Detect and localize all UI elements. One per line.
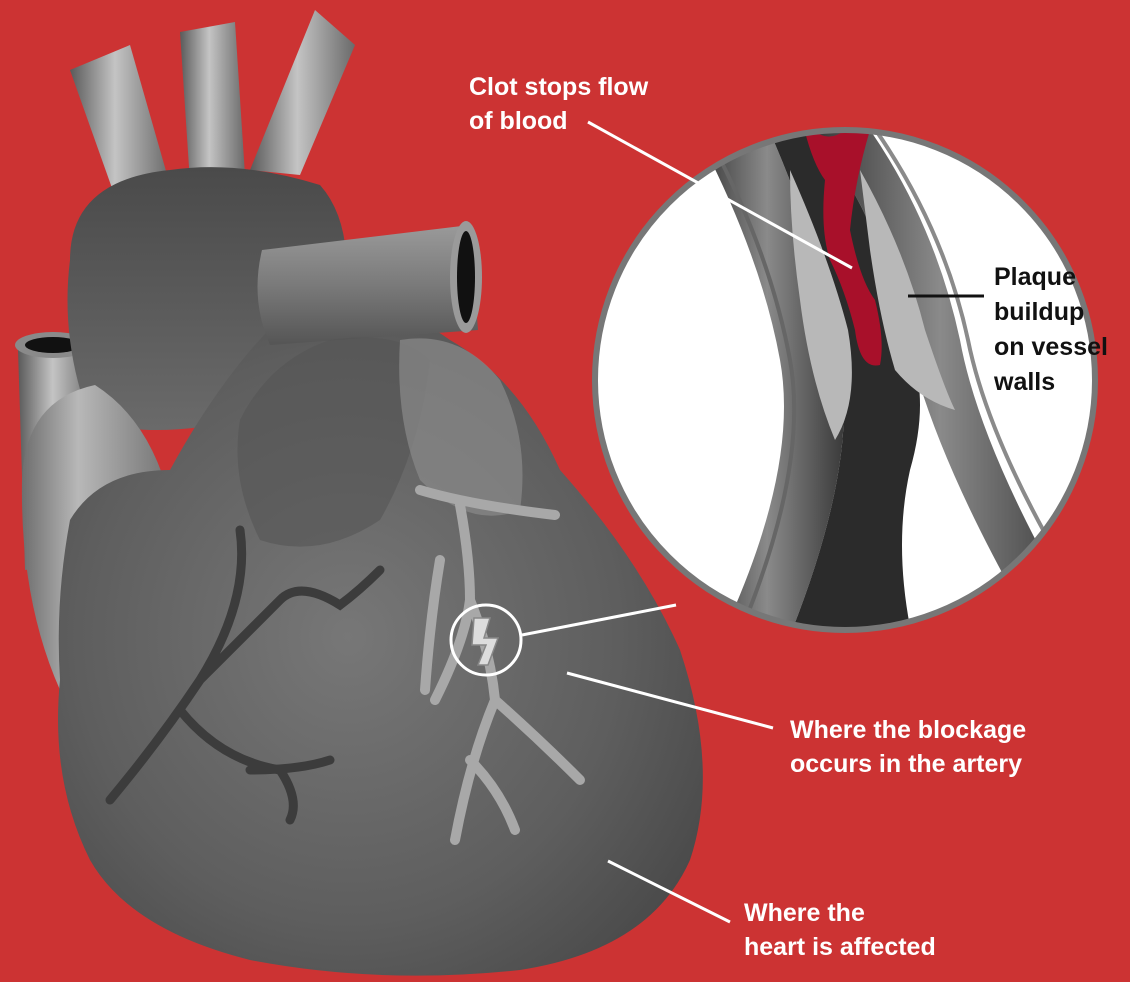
- plaque-label-line-2: buildup: [994, 295, 1108, 330]
- heart: [15, 10, 703, 976]
- plaque-label-line-4: walls: [994, 365, 1108, 400]
- clot-label-line-1: Clot stops flow: [469, 70, 648, 104]
- affected-label: Where the heart is affected: [744, 896, 936, 964]
- plaque-label-line-1: Plaque: [994, 260, 1108, 295]
- plaque-label-line-3: on vessel: [994, 330, 1108, 365]
- blockage-label-line-1: Where the blockage: [790, 713, 1026, 747]
- affected-label-line-1: Where the: [744, 896, 936, 930]
- clot-label-line-2: of blood: [469, 104, 648, 138]
- blockage-label-line-2: occurs in the artery: [790, 747, 1026, 781]
- plaque-label: Plaque buildup on vessel walls: [994, 260, 1108, 400]
- affected-label-line-2: heart is affected: [744, 930, 936, 964]
- clot-label: Clot stops flow of blood: [469, 70, 648, 138]
- blockage-label: Where the blockage occurs in the artery: [790, 713, 1026, 781]
